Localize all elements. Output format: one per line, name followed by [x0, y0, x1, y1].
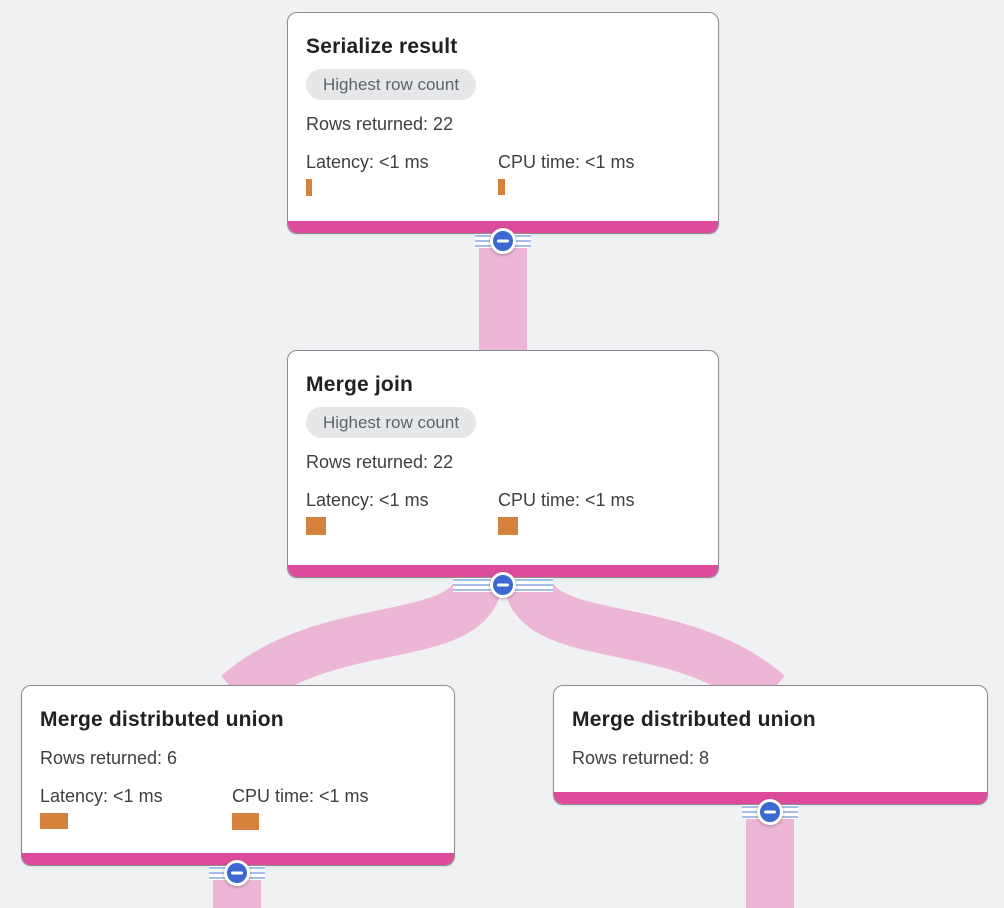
collapse-minus-icon[interactable] [490, 228, 516, 254]
cpu-time-bar [232, 813, 259, 830]
node-title: Serialize result [306, 35, 458, 58]
node-accent-bar [22, 853, 454, 865]
cpu-time-label: CPU time: <1 ms [232, 786, 369, 806]
rows-returned-text: Rows returned: 8 [572, 748, 710, 768]
plan-node-merge-distributed-union-left[interactable]: Merge distributed union Rows returned: 6… [21, 685, 455, 866]
flow-band-mergejoin-to-right-union [503, 571, 785, 713]
latency-bar [40, 813, 68, 829]
plan-node-merge-distributed-union-right[interactable]: Merge distributed union Rows returned: 8 [553, 685, 988, 805]
cpu-time-label: CPU time: <1 ms [498, 152, 635, 172]
rows-returned-text: Rows returned: 22 [306, 452, 454, 472]
plan-node-merge-join[interactable]: Merge join Highest row count Rows return… [287, 350, 719, 578]
rows-returned-text: Rows returned: 22 [306, 114, 454, 134]
latency-bar [306, 179, 312, 196]
cpu-time-bar [498, 179, 505, 195]
cpu-time-label: CPU time: <1 ms [498, 490, 635, 510]
node-accent-bar [288, 221, 718, 233]
node-title: Merge join [306, 373, 414, 396]
latency-label: Latency: <1 ms [40, 786, 163, 806]
flow-band-mergejoin-to-left-union [221, 571, 503, 713]
highest-row-count-badge: Highest row count [306, 69, 477, 100]
collapse-minus-icon[interactable] [757, 799, 783, 825]
latency-bar [306, 517, 326, 535]
latency-label: Latency: <1 ms [306, 490, 429, 510]
collapse-minus-icon[interactable] [224, 860, 250, 886]
collapse-minus-icon[interactable] [490, 572, 516, 598]
node-accent-bar [554, 792, 987, 804]
rows-returned-text: Rows returned: 6 [40, 748, 178, 768]
highest-row-count-badge: Highest row count [306, 407, 477, 438]
latency-label: Latency: <1 ms [306, 152, 429, 172]
cpu-time-bar [498, 517, 518, 535]
node-title: Merge distributed union [572, 708, 816, 731]
node-accent-bar [288, 565, 718, 577]
plan-node-serialize-result[interactable]: Serialize result Highest row count Rows … [287, 12, 719, 234]
node-title: Merge distributed union [40, 708, 284, 731]
